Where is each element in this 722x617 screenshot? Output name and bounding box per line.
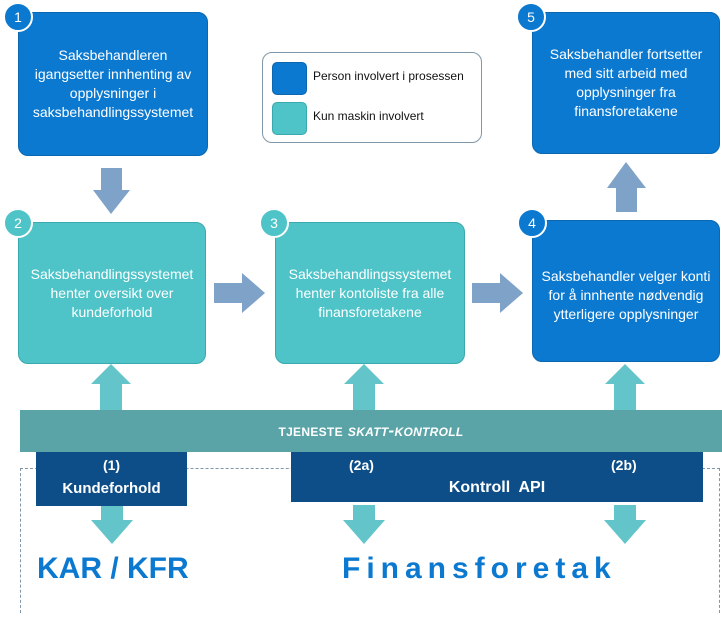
legend-person-swatch (272, 62, 307, 95)
arrow-3-to-4 (472, 273, 523, 313)
service-name: Skatt-Kontroll (347, 421, 464, 440)
step-4-number: 4 (528, 215, 536, 231)
kundeforhold-label: Kundeforhold (62, 480, 161, 497)
arrow-down-finans-a (343, 505, 385, 544)
step-3-text: Saksbehandlingssystemet henter kontolist… (288, 265, 452, 320)
kontroll-number-a: (2a) (349, 457, 374, 473)
arrow-2-to-3 (214, 273, 265, 313)
kontroll-label: Kontroll API (448, 479, 546, 496)
step-4-badge: 4 (517, 208, 547, 238)
step-5-badge: 5 (516, 2, 546, 32)
step-3-box: Saksbehandlingssystemet henter kontolist… (275, 222, 465, 364)
step-4-box: Saksbehandler velger konti for å innhent… (532, 220, 720, 362)
finansforetak-label: Finansforetak (342, 552, 617, 585)
service-prefix: Tjeneste (278, 421, 348, 440)
step-1-box: Saksbehandleren igangsetter innhenting a… (18, 12, 208, 156)
arrow-down-finans-b (604, 505, 646, 544)
legend: Person involvert i prosessen Kun maskin … (262, 52, 482, 143)
kontroll-api: (2a) (2b) Kontroll API (291, 452, 703, 502)
step-5-box: Saksbehandler fortsetter med sitt arbeid… (532, 12, 720, 154)
step-1-number: 1 (14, 9, 22, 25)
step-5-number: 5 (527, 9, 535, 25)
arrow-1-to-2 (93, 168, 130, 214)
step-2-badge: 2 (3, 208, 33, 238)
step-3-badge: 3 (259, 208, 289, 238)
arrow-service-3 (344, 364, 384, 412)
step-2-box: Saksbehandlingssystemet henter oversikt … (18, 222, 206, 364)
step-1-text: Saksbehandleren igangsetter innhenting a… (32, 47, 194, 120)
arrow-service-4 (605, 364, 645, 412)
arrow-4-to-5 (607, 162, 646, 212)
kundeforhold-api: (1) Kundeforhold (36, 452, 187, 506)
step-4-text: Saksbehandler velger konti for å innhent… (541, 267, 711, 322)
kundeforhold-number: (1) (102, 457, 121, 473)
step-5-text: Saksbehandler fortsetter med sitt arbeid… (549, 46, 703, 119)
service-bar: Tjeneste Skatt-Kontroll (20, 410, 722, 452)
legend-person-label: Person involvert i prosessen (313, 69, 464, 83)
arrow-service-2 (91, 364, 131, 412)
step-2-number: 2 (14, 215, 22, 231)
legend-machine-label: Kun maskin involvert (313, 109, 424, 123)
step-3-number: 3 (270, 215, 278, 231)
kontroll-number-b: (2b) (611, 457, 637, 473)
arrow-down-kar (91, 505, 133, 544)
legend-machine-swatch (272, 102, 307, 135)
kar-kfr-label: KAR / KFR (37, 552, 189, 585)
step-2-text: Saksbehandlingssystemet henter oversikt … (30, 265, 194, 320)
step-1-badge: 1 (3, 2, 33, 32)
